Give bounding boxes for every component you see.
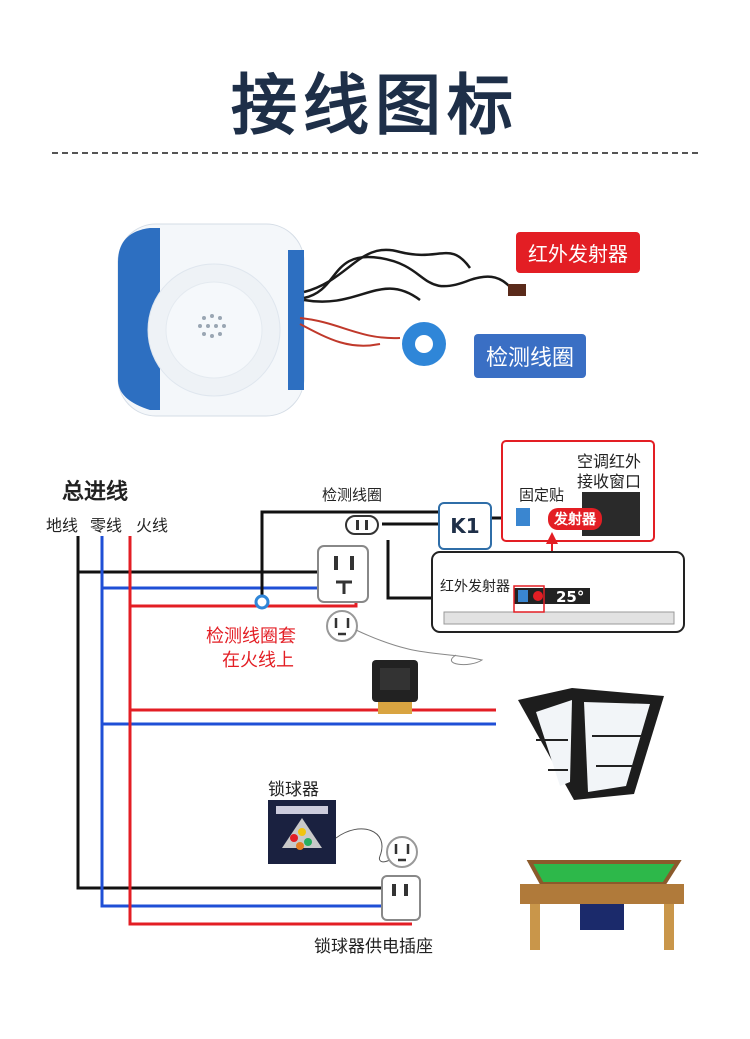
- ir-emitter-head: [508, 284, 526, 296]
- ir-emitter-label: 红外发射器: [516, 232, 640, 273]
- detection-coil-label: 检测线圈: [474, 334, 587, 378]
- coil-label: 检测线圈: [322, 486, 383, 504]
- ac-window-label-2: 接收窗口: [577, 472, 642, 491]
- ball-lock-outlet-icon: [381, 875, 421, 921]
- title-divider: [52, 152, 698, 154]
- coil-on-live-note-2: 在火线上: [222, 650, 294, 671]
- ir-emitter-small-label: 红外发射器: [440, 579, 510, 595]
- controller-device: [117, 223, 305, 417]
- ball-lock-label: 锁球器: [268, 780, 319, 800]
- two-pin-plug-icon: [345, 515, 379, 535]
- round-socket-icon: [326, 610, 358, 642]
- page-title: 接线图标: [231, 67, 519, 144]
- ball-lock-device-icon: [268, 800, 336, 864]
- billiard-table-icon: [520, 860, 684, 950]
- ground-label: 地线: [46, 516, 79, 535]
- wall-outlet-icon: [317, 545, 369, 603]
- ball-lock-outlet-label: 锁球器供电插座: [314, 937, 433, 957]
- live-label: 火线: [136, 516, 169, 535]
- ac-window-label-1: 空调红外: [577, 452, 642, 471]
- temperature-readout: 25°: [556, 588, 585, 606]
- coil-on-live-icon: [254, 594, 270, 610]
- round-socket-icon: [386, 836, 418, 868]
- relay-switch-icon: [372, 660, 418, 714]
- emitter-badge: 发射器: [548, 508, 602, 530]
- speaker-grille-icon: [198, 314, 226, 338]
- k1-box: K1: [438, 502, 492, 550]
- main-line-title: 总进线: [62, 480, 129, 505]
- coil-on-live-note-1: 检测线圈套: [206, 626, 296, 647]
- neutral-label: 零线: [90, 516, 123, 535]
- fixed-sticker-label: 固定贴: [519, 486, 565, 504]
- billiard-lamp-icon: [518, 688, 664, 800]
